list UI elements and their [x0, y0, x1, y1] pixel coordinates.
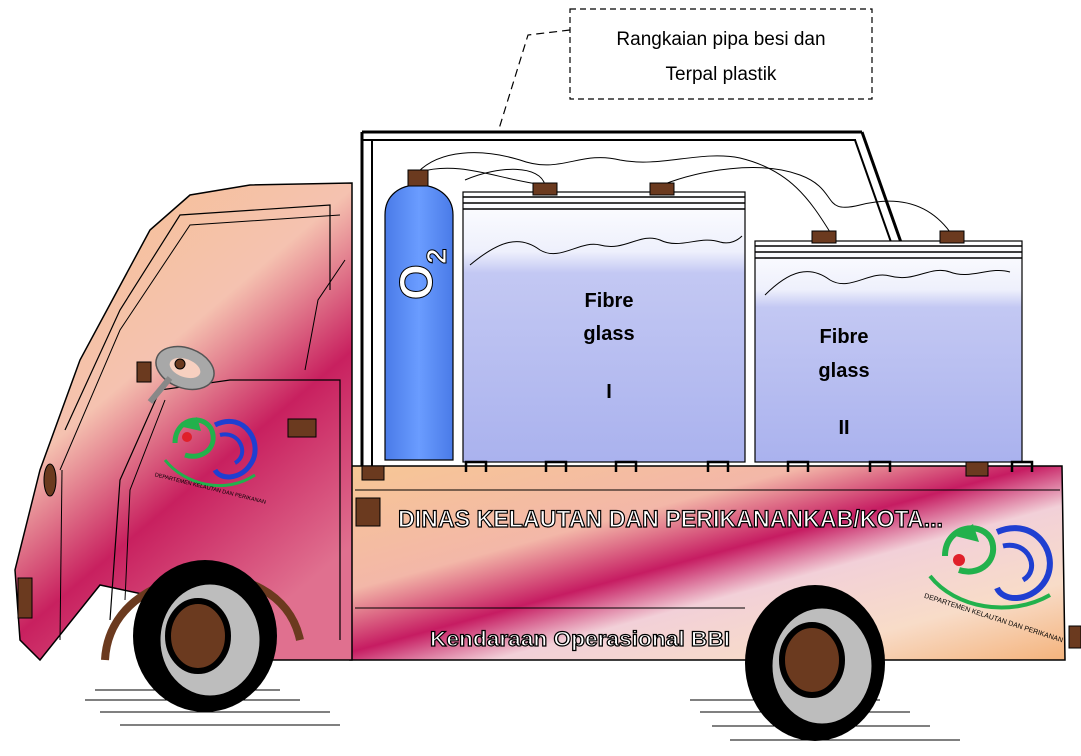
frame-foot-left [362, 466, 384, 480]
front-bumper [18, 578, 32, 618]
tank-1-line-2: glass [583, 323, 634, 345]
callout-line-1: Rangkaian pipa besi dan [616, 29, 825, 50]
fibreglass-tank-1: Fibre glass I [463, 183, 745, 462]
vehicle-label: Kendaraan Operasional BBI [430, 628, 730, 651]
oxygen-cylinder: O 2 [385, 170, 453, 460]
department-text: DINAS KELAUTAN DAN PERIKANANKAB/KOTA... [398, 506, 943, 533]
tank-1-numeral: I [606, 381, 612, 403]
tank-1-line-1: Fibre [585, 290, 634, 312]
callout-line-2: Terpal plastik [666, 64, 777, 85]
cylinder-label: O [390, 264, 442, 300]
mirror-mount [137, 362, 151, 382]
tank-2-line-1: Fibre [820, 326, 869, 348]
door-handle [288, 419, 316, 437]
fibreglass-tank-2: Fibre glass II [755, 231, 1022, 462]
callout-leader [498, 30, 570, 132]
side-marker [356, 498, 380, 526]
wheel-icon-rear [745, 585, 885, 741]
tank-2-line-2: glass [818, 360, 869, 382]
cylinder-label-sub: 2 [421, 248, 452, 264]
tank-2-numeral: II [838, 417, 849, 439]
frame-foot-right [966, 462, 988, 476]
rear-bumper [1069, 626, 1081, 648]
callout: Rangkaian pipa besi dan Terpal plastik [498, 9, 872, 132]
callout-box [570, 9, 872, 99]
cab-light [44, 464, 56, 496]
